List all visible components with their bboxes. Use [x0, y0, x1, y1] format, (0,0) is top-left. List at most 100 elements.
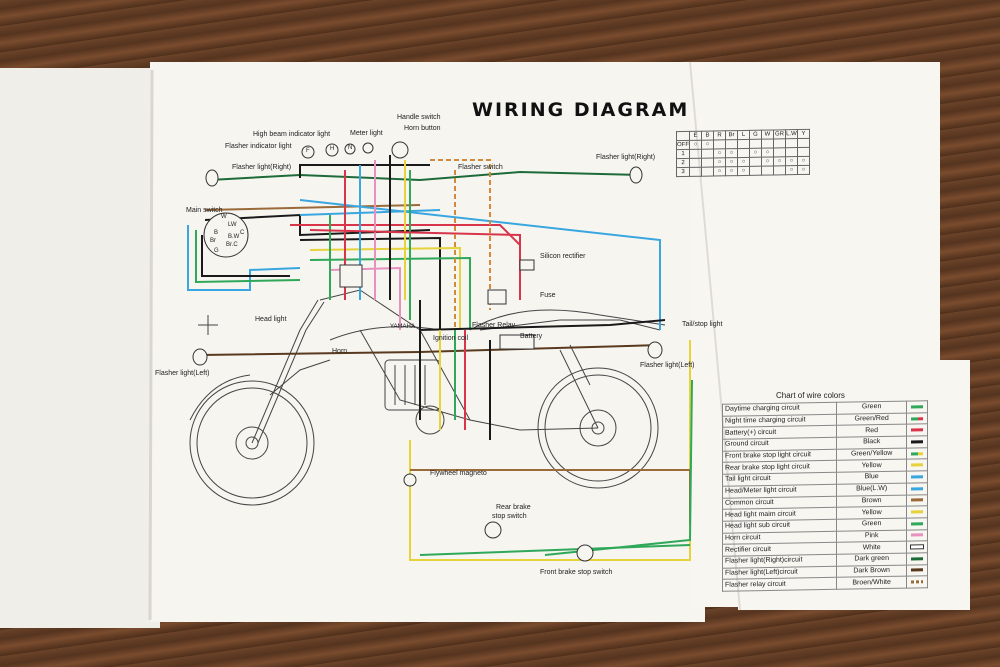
- legend-swatch-cell: [906, 424, 928, 437]
- legend-swatch-cell: [906, 400, 928, 413]
- label-flywheel-magneto: Flywheel magneto: [430, 470, 487, 477]
- legend-color-swatch: [911, 568, 924, 572]
- label-front-brake-stop-switch: Front brake stop switch: [540, 569, 613, 576]
- table-header-cell: L: [737, 130, 750, 140]
- main-switch-terminal: C: [240, 230, 245, 236]
- main-switch-terminal: LW: [228, 222, 237, 228]
- legend-swatch-cell: [906, 576, 928, 589]
- label-flasher-light-right-right: Flasher light(Right): [596, 154, 656, 161]
- table-header-cell: Y: [797, 129, 810, 139]
- front-brake-switch-symbol: [576, 544, 594, 562]
- legend-swatch-cell: [906, 494, 928, 507]
- legend-color-swatch: [911, 580, 924, 584]
- main-switch-terminal: Br: [210, 238, 216, 244]
- legend-swatch-cell: [906, 517, 928, 530]
- table-row: 3○○○○○: [676, 165, 810, 177]
- legend-swatch-cell: [906, 529, 928, 542]
- legend-color-swatch: [911, 486, 924, 491]
- main-switch-terminal: B.W: [228, 234, 240, 240]
- table-row-label: 1: [676, 149, 690, 159]
- legend-swatch-cell: [906, 482, 928, 495]
- indicator-letter: H: [330, 146, 335, 152]
- indicator-letter: F: [306, 148, 310, 154]
- label-horn: Horn: [332, 348, 348, 355]
- flasher-light-left-right-symbol: [647, 341, 663, 359]
- label-silicon-rectifier: Silicon rectifier: [540, 253, 586, 260]
- label-head-light: Head light: [255, 316, 287, 323]
- legend-swatch-cell: [906, 540, 928, 554]
- flasher-light-left-left-symbol: [192, 348, 208, 366]
- main-switch-connection-table: E B R Br L G W GR L.W Y OFF○○ 1○○○○ 2○○○…: [676, 129, 810, 177]
- legend-swatch-cell: [906, 552, 928, 565]
- label-fuse: Fuse: [540, 292, 556, 299]
- left-manual-page: [0, 68, 160, 628]
- legend-color-swatch: [911, 463, 924, 467]
- flasher-light-right-right-symbol: [629, 166, 643, 184]
- label-flasher-switch: Flasher switch: [458, 164, 503, 171]
- table-corner-cell: [676, 131, 690, 141]
- table-row-label: OFF: [676, 140, 690, 150]
- table-header-cell: L.W: [785, 129, 798, 139]
- legend-color-name: Broen/White: [836, 576, 907, 590]
- table-header-cell: GR: [773, 129, 786, 139]
- main-switch-terminal: Br.C: [226, 242, 238, 248]
- main-switch-symbol: [203, 212, 249, 258]
- legend-title: Chart of wire colors: [776, 391, 845, 400]
- legend-swatch-cell: [906, 505, 928, 518]
- label-main-switch: Main switch: [186, 207, 223, 214]
- legend-swatch-cell: [906, 459, 928, 472]
- table-header-cell: W: [761, 129, 774, 140]
- legend-color-swatch: [911, 522, 924, 526]
- legend-color-swatch: [911, 428, 924, 432]
- label-handle-switch: Handle switch: [397, 114, 441, 121]
- legend-swatch-cell: [906, 447, 928, 460]
- label-tail-stop-light: Tail/stop light: [682, 321, 723, 328]
- main-switch-terminal: W: [221, 214, 227, 220]
- legend-color-swatch: [911, 416, 924, 421]
- label-rear-brake: Rear brake: [496, 504, 531, 511]
- label-ignition-coil: Ignition coil: [433, 335, 469, 342]
- table-row-label: 2: [676, 158, 690, 168]
- main-switch-terminal: B: [214, 230, 219, 236]
- table-header-cell: B: [701, 131, 714, 141]
- legend-color-swatch: [911, 440, 924, 444]
- table-header-cell: Br: [725, 130, 738, 140]
- rear-brake-switch-symbol: [484, 521, 502, 539]
- label-flasher-light-left-right: Flasher light(Left): [640, 362, 695, 369]
- label-rear-brake-stop-switch: stop switch: [492, 513, 527, 520]
- indicator-letter: N: [348, 145, 353, 151]
- label-meter-light: Meter light: [350, 130, 383, 137]
- legend-swatch-cell: [906, 412, 928, 425]
- diagram-title: WIRING DIAGRAM: [472, 99, 690, 121]
- legend-swatch-cell: [906, 564, 928, 577]
- legend-swatch-cell: [906, 435, 928, 448]
- legend-color-swatch: [911, 475, 924, 479]
- wire-dark-green: [209, 170, 641, 182]
- label-horn-button: Horn button: [404, 125, 441, 132]
- label-flasher-indicator: Flasher indicator light: [225, 143, 292, 150]
- legend-color-swatch: [911, 510, 924, 514]
- legend-color-swatch: [911, 405, 924, 409]
- legend-circuit: Flasher relay circuit: [722, 577, 837, 592]
- main-switch-terminal: G: [214, 248, 219, 254]
- table-header-cell: E: [689, 131, 702, 141]
- label-flasher-light-right-left: Flasher light(Right): [232, 164, 292, 171]
- table-row-label: 3: [676, 167, 690, 177]
- legend-color-swatch: [911, 451, 924, 456]
- label-battery: Battery: [520, 333, 543, 340]
- label-flasher-relay: Flasher Relay: [472, 322, 516, 329]
- legend-color-swatch: [911, 533, 924, 537]
- brand-yamaha: YAMAHA: [390, 324, 415, 330]
- legend-color-swatch: [911, 557, 924, 561]
- legend-color-swatch: [910, 544, 925, 550]
- legend-color-swatch: [911, 498, 924, 502]
- label-flasher-light-left-left: Flasher light(Left): [155, 370, 210, 377]
- label-high-beam-indicator: High beam indicator light: [253, 131, 331, 138]
- diagram-page: [150, 62, 705, 622]
- table-header-cell: G: [749, 130, 762, 140]
- flasher-light-right-left-symbol: [205, 169, 219, 187]
- motorcycle-outline: [189, 289, 666, 506]
- legend-swatch-cell: [906, 470, 928, 483]
